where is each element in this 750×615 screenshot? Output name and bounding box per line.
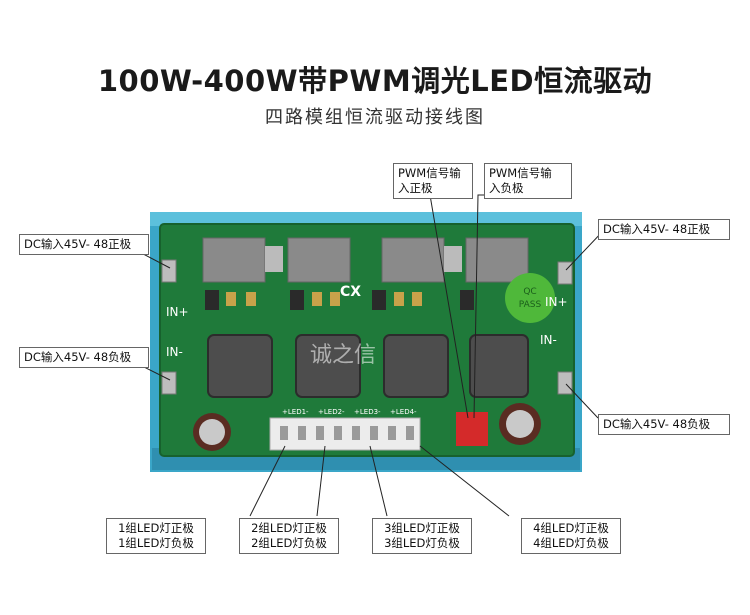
qc-sticker-text-2: PASS bbox=[519, 300, 542, 310]
pwm-connector bbox=[456, 412, 488, 446]
label-pwm-positive-line2: 入正极 bbox=[398, 181, 433, 195]
label-dc-negative-left: DC输入45V- 48负极 bbox=[19, 347, 149, 368]
label-pwm-positive-line1: PWM信号输 bbox=[398, 166, 461, 180]
label-pwm-positive: PWM信号输 入正极 bbox=[393, 163, 473, 199]
label-led-group-1: 1组LED灯正极 1组LED灯负极 bbox=[106, 518, 206, 554]
silk-led3: +LED3- bbox=[354, 408, 381, 416]
label-led2-negative: 2组LED灯负极 bbox=[251, 536, 327, 550]
label-led-group-4: 4组LED灯正极 4组LED灯负极 bbox=[521, 518, 621, 554]
silk-in-plus-right: IN+ bbox=[545, 295, 568, 309]
label-led-group-3: 3组LED灯正极 3组LED灯负极 bbox=[372, 518, 472, 554]
label-dc-positive-left: DC输入45V- 48正极 bbox=[19, 234, 149, 255]
label-pwm-negative-line1: PWM信号输 bbox=[489, 166, 552, 180]
label-dc-positive-right: DC输入45V- 48正极 bbox=[598, 219, 730, 240]
label-led1-negative: 1组LED灯负极 bbox=[118, 536, 194, 550]
label-led4-positive: 4组LED灯正极 bbox=[533, 521, 609, 535]
silk-led1: +LED1- bbox=[282, 408, 309, 416]
label-dc-negative-right: DC输入45V- 48负极 bbox=[598, 414, 730, 435]
label-led4-negative: 4组LED灯负极 bbox=[533, 536, 609, 550]
watermark-text: 诚之信 bbox=[310, 343, 376, 368]
silk-led2: +LED2- bbox=[318, 408, 345, 416]
silk-in-minus-right: IN- bbox=[540, 333, 557, 347]
mosfet-row bbox=[202, 237, 529, 283]
silk-in-minus-left: IN- bbox=[166, 345, 183, 359]
led-output-connector bbox=[269, 417, 421, 451]
inductor-row bbox=[207, 334, 529, 398]
label-led3-negative: 3组LED灯负极 bbox=[384, 536, 460, 550]
label-led1-positive: 1组LED灯正极 bbox=[118, 521, 194, 535]
silk-led4: +LED4- bbox=[390, 408, 417, 416]
silk-cx: CX bbox=[340, 284, 361, 300]
label-led-group-2: 2组LED灯正极 2组LED灯负极 bbox=[239, 518, 339, 554]
qc-sticker bbox=[505, 273, 555, 323]
label-led3-positive: 3组LED灯正极 bbox=[384, 521, 460, 535]
capacitor-right bbox=[499, 403, 541, 445]
page-title: 100W-400W带PWM调光LED恒流驱动 bbox=[97, 64, 653, 98]
label-pwm-negative: PWM信号输 入负极 bbox=[484, 163, 572, 199]
label-pwm-negative-line2: 入负极 bbox=[489, 181, 524, 195]
capacitor-left bbox=[193, 413, 231, 451]
silk-in-plus-left: IN+ bbox=[166, 305, 189, 319]
label-led2-positive: 2组LED灯正极 bbox=[251, 521, 327, 535]
page-subtitle: 四路模组恒流驱动接线图 bbox=[265, 107, 485, 128]
qc-sticker-text-1: QC bbox=[523, 287, 536, 297]
